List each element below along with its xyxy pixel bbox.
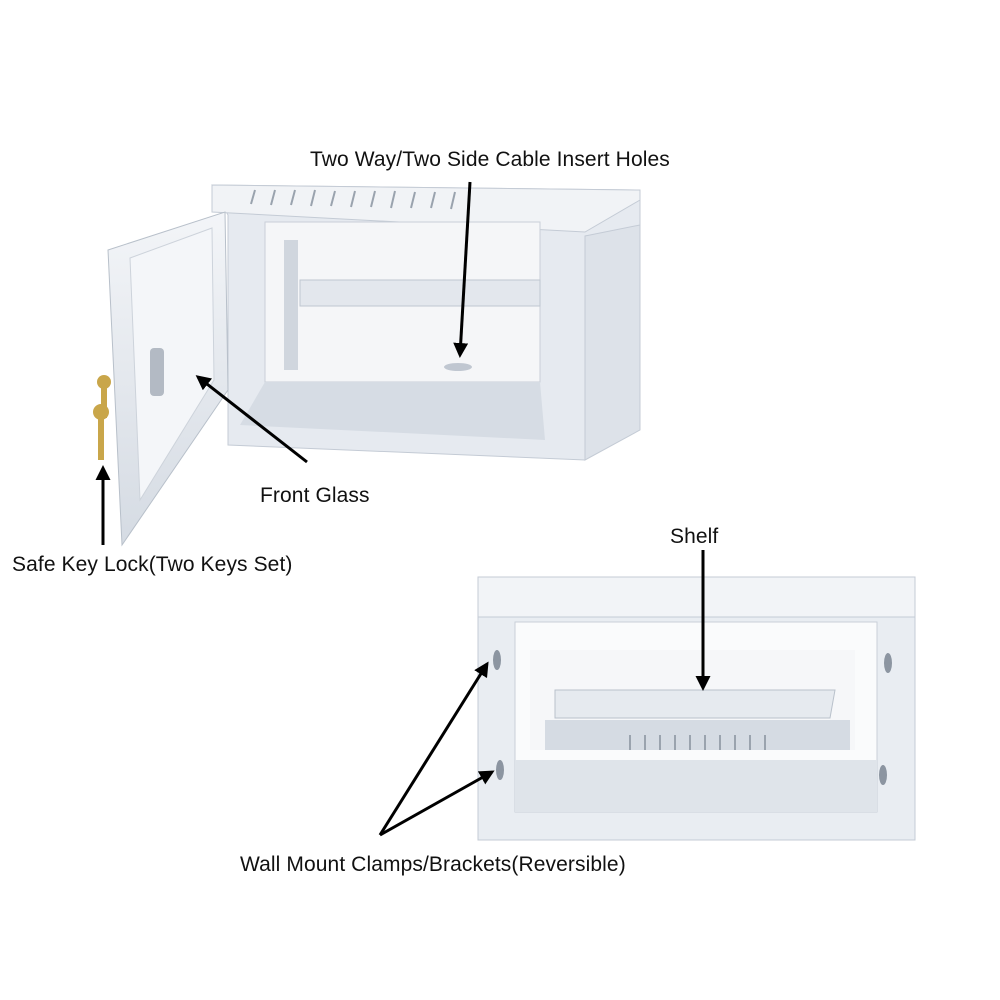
wall-mount-slots — [493, 650, 892, 785]
shelf — [554, 689, 836, 719]
label-front-glass: Front Glass — [260, 484, 370, 507]
front-view-cabinet — [477, 576, 916, 841]
arrow-wall-mount-lower — [379, 770, 495, 837]
label-cable-insert-holes: Two Way/Two Side Cable Insert Holes — [310, 148, 670, 171]
door-handle — [150, 348, 164, 396]
arrow-front-glass — [195, 375, 308, 464]
label-wall-mount: Wall Mount Clamps/Brackets(Reversible) — [240, 853, 626, 876]
keys — [93, 375, 111, 460]
arrow-wall-mount-upper — [378, 661, 489, 836]
label-safe-key-lock: Safe Key Lock(Two Keys Set) — [12, 553, 293, 576]
arrow-cable-holes — [453, 181, 472, 358]
cable-hole — [444, 363, 472, 371]
open-cabinet — [93, 184, 641, 547]
shelf — [299, 279, 541, 307]
label-shelf: Shelf — [670, 525, 719, 548]
